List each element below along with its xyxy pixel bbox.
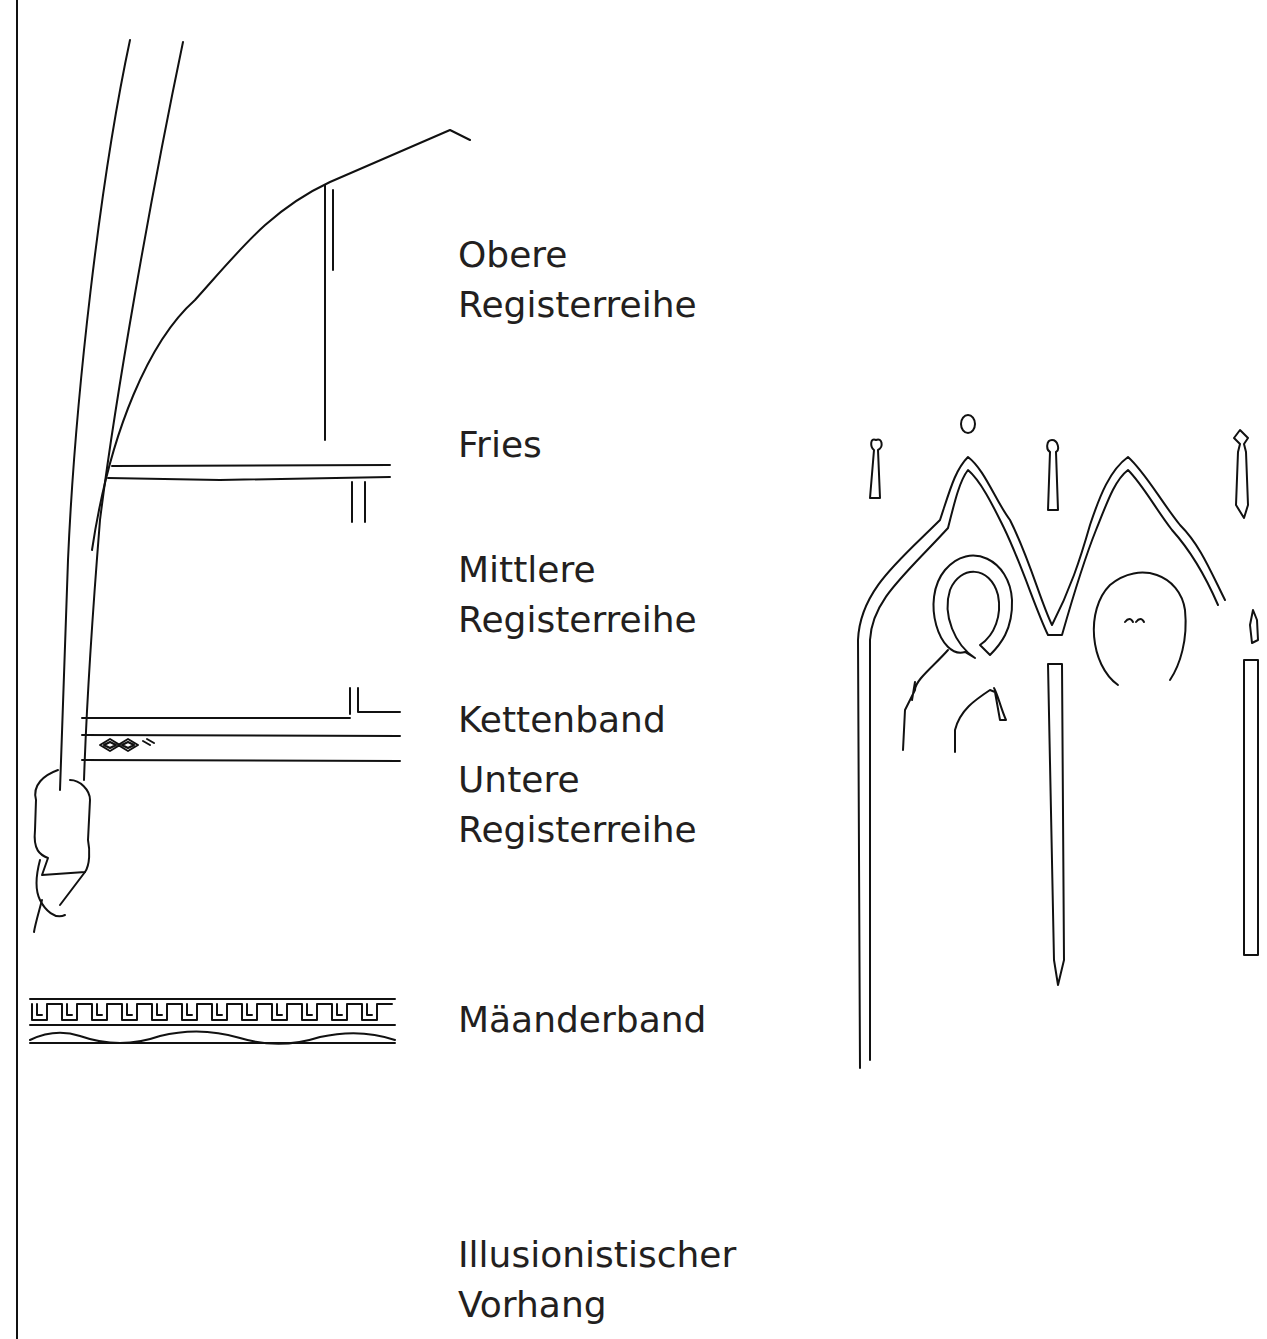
register-label: Obere Registerreihe: [458, 230, 697, 330]
register-label: Mittlere Registerreihe: [458, 545, 697, 645]
register-label: Untere Registerreihe: [458, 755, 697, 855]
band-label: Mäanderband: [458, 995, 706, 1045]
frieze-label: Fries: [458, 420, 542, 470]
arcade-painting: [858, 415, 1258, 1068]
band-label: Kettenband: [458, 695, 666, 745]
curtain-label: Illusionistischer Vorhang: [458, 1230, 736, 1330]
frieze-band: [108, 465, 390, 522]
curtain: [60, 40, 470, 790]
meander-band: [30, 999, 395, 1044]
hand: [34, 770, 90, 932]
page-border: [16, 0, 18, 1339]
chain-band: [82, 688, 400, 761]
